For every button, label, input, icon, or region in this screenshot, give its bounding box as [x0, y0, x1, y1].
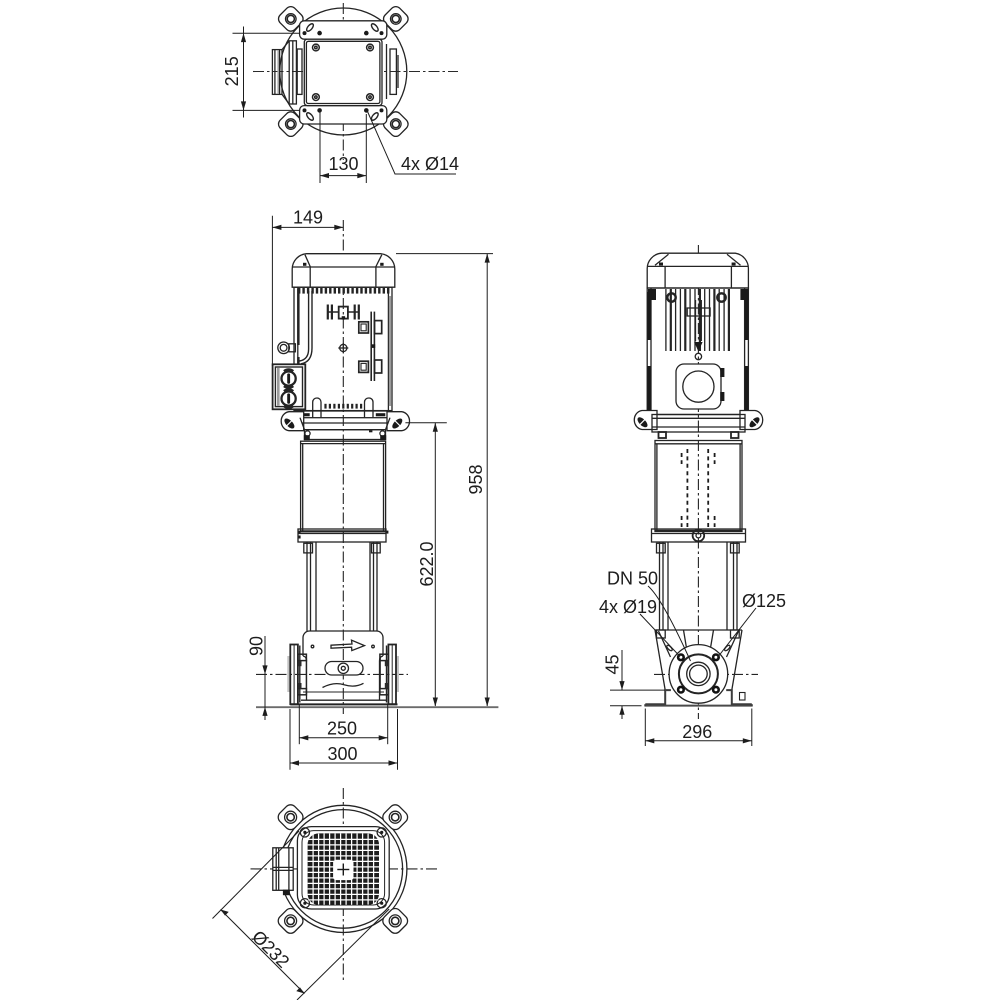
svg-text:90: 90 [246, 636, 266, 656]
svg-text:958: 958 [466, 464, 486, 494]
svg-text:149: 149 [293, 208, 323, 228]
svg-text:300: 300 [327, 744, 357, 764]
svg-text:250: 250 [327, 719, 357, 739]
svg-text:4x Ø19: 4x Ø19 [599, 597, 657, 617]
svg-text:Ø125: Ø125 [742, 591, 786, 611]
svg-text:296: 296 [682, 722, 712, 742]
svg-text:DN 50: DN 50 [607, 568, 658, 588]
svg-text:4x Ø14: 4x Ø14 [401, 154, 459, 174]
svg-text:130: 130 [328, 154, 358, 174]
svg-text:45: 45 [602, 654, 622, 674]
svg-text:622.0: 622.0 [417, 541, 437, 586]
svg-text:215: 215 [222, 56, 242, 86]
